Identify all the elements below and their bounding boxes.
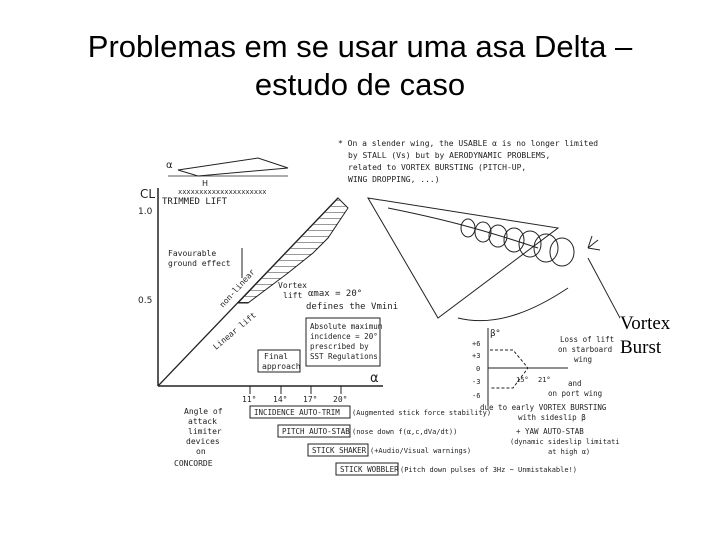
cl-axis-label: CL (140, 187, 155, 201)
wing-stall-2: on starboard (558, 345, 612, 354)
note-line-2: by STALL (Vs) but by AERODYNAMIC PROBLEM… (348, 151, 550, 160)
yaw-autostab-3: at high α) (548, 448, 590, 456)
pitch-autostab-box (277, 424, 351, 438)
slide-title: Problemas em se usar uma asa Delta – est… (0, 28, 720, 104)
alpha-axis-label: α (370, 371, 379, 386)
alpha-15-label: 15° (516, 376, 529, 384)
burst-arrow (587, 257, 620, 320)
linear-lift-label: Linear lift (212, 310, 259, 351)
note-line-3: related to VORTEX BURSTING (PITCH-UP, (348, 163, 526, 172)
absolute-max-line-4: SST Regulations (310, 352, 378, 361)
beta-label: β° (490, 329, 500, 339)
slide-title-line-2: estudo de caso (254, 67, 466, 102)
yaw-autostab-2: (dynamic sideslip limitation (510, 438, 620, 446)
vortex-spirals (460, 218, 575, 267)
wing-stall-1: Loss of lift (560, 335, 614, 344)
tick-1-0: 1.0 (138, 207, 153, 217)
incidence-autotrim-note: (Augmented stick force stability) (352, 409, 491, 417)
callout-line-1: Vortex (620, 313, 671, 334)
wing-stall-3: wing (574, 355, 592, 364)
favourable-ground-effect-2: ground effect (168, 259, 231, 268)
limiter-label-5: on (196, 447, 206, 456)
limiter-label-2: attack (188, 417, 217, 426)
alpha-max-label: αmax = 20° (308, 289, 362, 299)
note-line-4: WING DROPPING, ...) (348, 175, 440, 184)
final-approach-2: approach (262, 362, 301, 371)
h-label: H (202, 179, 208, 188)
limiter-devices: Angle of attack limiter devices on CONCO… (174, 405, 577, 476)
beta-tick-p6: +6 (472, 340, 480, 348)
defines-vmin-label: defines the Vmini (306, 302, 398, 312)
alpha-tick-row: 11° 14° 17° 20° (242, 386, 347, 404)
alpha-tick-20: 20° (333, 395, 347, 404)
pitch-autostab-note: (nose down f(α,c,dVa/dt)) (352, 428, 457, 436)
sideslip-panel: β° +6 +3 0 -3 -6 15° 21° Loss of lift on… (472, 328, 620, 456)
incidence-autotrim-box (249, 405, 351, 419)
tick-0-5: 0.5 (138, 296, 152, 306)
vortex-lift-2: lift (283, 291, 302, 300)
callout-line-2: Burst (620, 337, 662, 358)
favourable-ground-effect-1: Favourable (168, 249, 216, 258)
alpha-21-label: 21° (538, 376, 551, 384)
slender-wing-note: * On a slender wing, the USABLE α is no … (338, 139, 598, 184)
absolute-max-line-1: Absolute maximum (310, 322, 383, 331)
stick-shaker-note: (+Audio/Visual warnings) (370, 447, 471, 455)
lift-curve-panel: CL α 1.0 0.5 α H xxxxxxxxxxxxxxxxxxxxx T… (138, 157, 398, 404)
beta-tick-m3: -3 (472, 378, 480, 386)
stick-wobbler: STICK WOBBLER (340, 465, 399, 474)
alpha-small-label: α (166, 160, 173, 171)
absolute-max-line-3: prescribed by (310, 342, 369, 351)
beta-tick-p3: +3 (472, 352, 480, 360)
and-port-1: and (568, 379, 582, 388)
vortex-lift-1: Vortex (278, 281, 307, 290)
xs-row: xxxxxxxxxxxxxxxxxxxxx (178, 188, 267, 196)
note-line-1: * On a slender wing, the USABLE α is no … (338, 139, 598, 148)
stick-shaker-box (307, 443, 369, 457)
slide-title-line-1: Problemas em se usar uma asa Delta – (87, 29, 633, 64)
absolute-max-line-2: incidence = 20° (310, 332, 378, 341)
vortex-lift-region (236, 197, 349, 304)
due-to-1: due to early VORTEX BURSTING (480, 403, 607, 412)
final-approach-1: Final (264, 352, 288, 361)
concorde-delta-wing-diagram: CL α 1.0 0.5 α H xxxxxxxxxxxxxxxxxxxxx T… (138, 139, 620, 476)
trimmed-lift-label: TRIMMED LIFT (162, 197, 228, 207)
alpha-tick-11: 11° (242, 395, 256, 404)
alpha-tick-17: 17° (303, 395, 317, 404)
aircraft-sketch: α H xxxxxxxxxxxxxxxxxxxxx (166, 157, 289, 196)
pitch-autostab: PITCH AUTO-STAB (282, 427, 350, 436)
vortex-burst-sketch (367, 197, 620, 322)
limiter-label-4: devices (186, 437, 220, 446)
beta-tick-0: 0 (476, 365, 480, 373)
burst-star (587, 235, 601, 251)
limiter-label-6: CONCORDE (174, 459, 213, 468)
alpha-tick-14: 14° (273, 395, 287, 404)
and-port-2: on port wing (548, 389, 602, 398)
beta-tick-m6: -6 (472, 392, 480, 400)
stick-shaker: STICK SHAKER (312, 446, 367, 455)
stick-wobbler-note: (Pitch down pulses of 3Hz ~ Unmistakable… (400, 466, 577, 474)
due-to-2: with sideslip β (518, 413, 586, 422)
vortex-burst-callout: Vortex Burst (620, 312, 710, 360)
yaw-autostab-1: + YAW AUTO-STAB (516, 427, 584, 436)
absolute-max-box (305, 317, 381, 367)
stick-wobbler-box (335, 462, 399, 476)
limiter-label-1: Angle of (184, 407, 223, 416)
final-approach-box (257, 349, 301, 373)
incidence-autotrim: INCIDENCE AUTO-TRIM (254, 408, 340, 417)
limiter-label-3: limiter (188, 427, 222, 436)
